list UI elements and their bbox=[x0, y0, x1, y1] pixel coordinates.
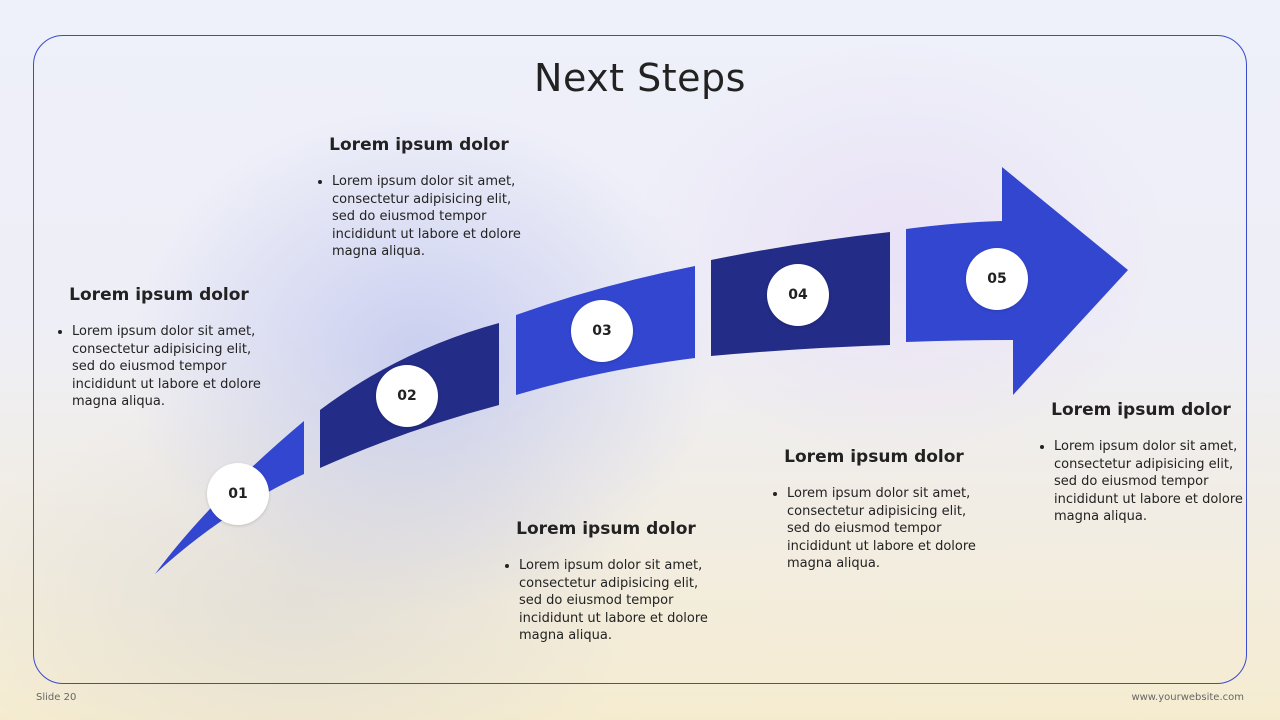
slide-frame bbox=[33, 35, 1247, 684]
step-2-bullet: Lorem ipsum dolor sit amet, consectetur … bbox=[332, 173, 524, 261]
step-4-text-block: Lorem ipsum dolor Lorem ipsum dolor sit … bbox=[769, 447, 979, 573]
step-5-number-circle: 05 bbox=[966, 248, 1028, 310]
step-2-heading: Lorem ipsum dolor bbox=[329, 135, 509, 155]
step-1-number: 01 bbox=[228, 486, 248, 502]
step-3-number: 03 bbox=[592, 323, 612, 339]
step-1-heading: Lorem ipsum dolor bbox=[69, 285, 249, 305]
step-1-text-block: Lorem ipsum dolor Lorem ipsum dolor sit … bbox=[54, 285, 264, 411]
step-3-heading: Lorem ipsum dolor bbox=[516, 519, 696, 539]
step-5-heading: Lorem ipsum dolor bbox=[1051, 400, 1231, 420]
step-1-bullet: Lorem ipsum dolor sit amet, consectetur … bbox=[72, 323, 264, 411]
step-4-heading: Lorem ipsum dolor bbox=[784, 447, 964, 467]
step-3-bullet: Lorem ipsum dolor sit amet, consectetur … bbox=[519, 557, 711, 645]
step-2-text-block: Lorem ipsum dolor Lorem ipsum dolor sit … bbox=[314, 135, 524, 261]
step-3-number-circle: 03 bbox=[571, 300, 633, 362]
step-5-number: 05 bbox=[987, 271, 1007, 287]
slide-number: Slide 20 bbox=[36, 692, 77, 703]
step-4-bullet: Lorem ipsum dolor sit amet, consectetur … bbox=[787, 485, 979, 573]
step-3-text-block: Lorem ipsum dolor Lorem ipsum dolor sit … bbox=[501, 519, 711, 645]
step-4-number-circle: 04 bbox=[767, 264, 829, 326]
step-5-text-block: Lorem ipsum dolor Lorem ipsum dolor sit … bbox=[1036, 400, 1246, 526]
website-url: www.yourwebsite.com bbox=[1131, 692, 1244, 703]
slide-title: Next Steps bbox=[534, 56, 746, 100]
step-5-bullet: Lorem ipsum dolor sit amet, consectetur … bbox=[1054, 438, 1246, 526]
step-2-number-circle: 02 bbox=[376, 365, 438, 427]
step-2-number: 02 bbox=[397, 388, 417, 404]
step-4-number: 04 bbox=[788, 287, 808, 303]
step-1-number-circle: 01 bbox=[207, 463, 269, 525]
